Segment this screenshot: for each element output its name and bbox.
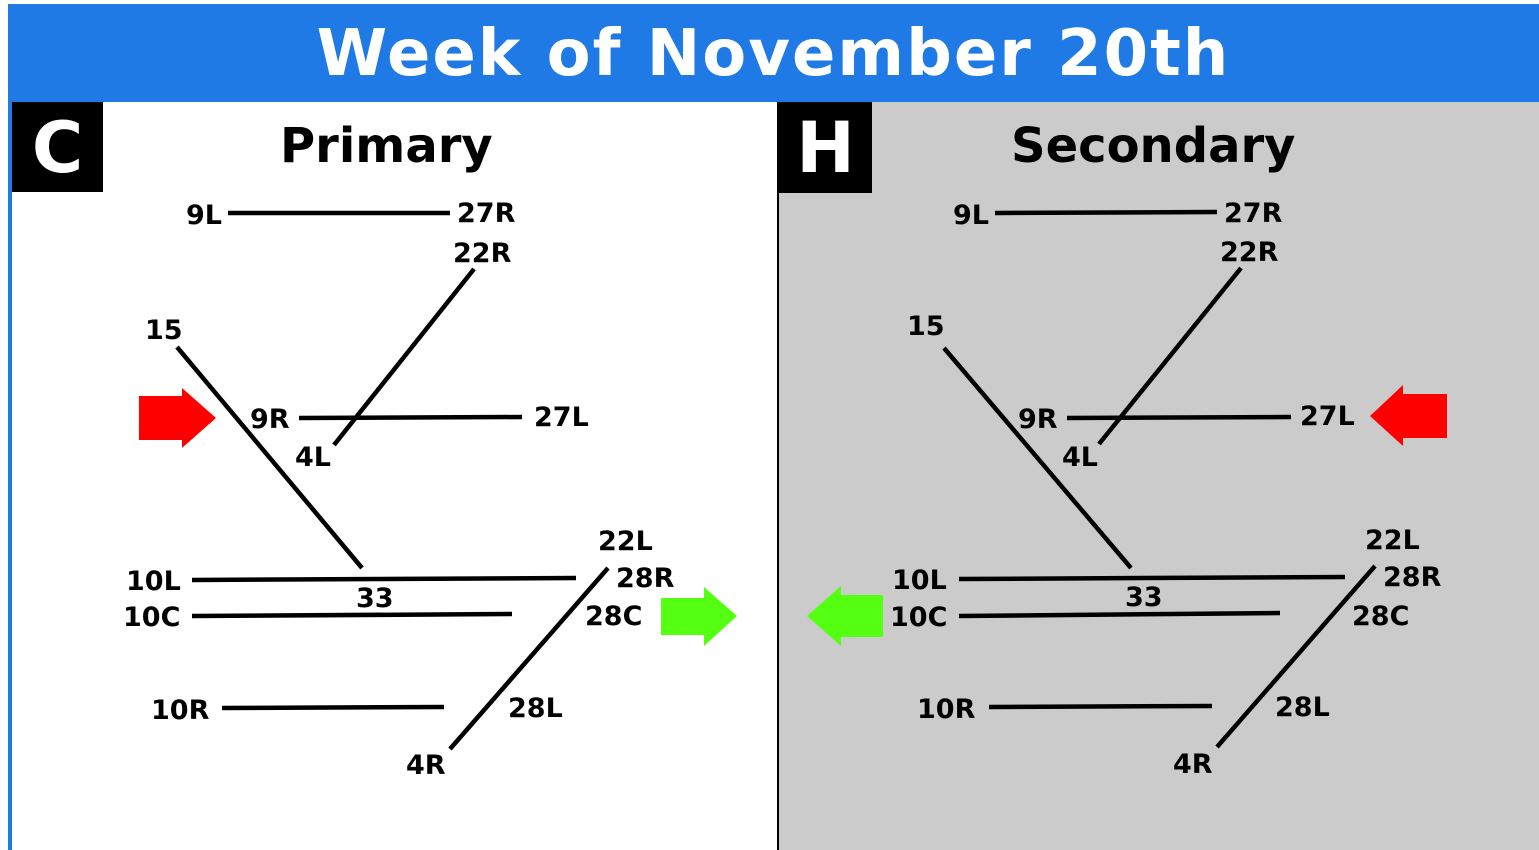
runway-4R-22L [1215, 564, 1377, 749]
runway-end-10L: 10L [126, 566, 181, 597]
runway-end-4L: 4L [1062, 442, 1098, 473]
panel-divider [777, 102, 779, 850]
runway-end-28C: 28C [1352, 601, 1409, 632]
runway-10L-28R [958, 574, 1346, 582]
runway-end-22R: 22R [1220, 237, 1279, 268]
secondary-panel: H Secondary 9L 27R 22R 15 9R 27L 4L 22L … [779, 102, 1539, 850]
runway-end-9L: 9L [186, 200, 222, 231]
runway-end-9L: 9L [953, 200, 989, 231]
departure-arrow-right [661, 587, 737, 646]
runway-end-33: 33 [356, 583, 394, 614]
runway-end-28R: 28R [1383, 562, 1442, 593]
runway-10C-28C [191, 611, 513, 619]
arrival-arrow-left [1370, 385, 1447, 446]
runway-end-22R: 22R [453, 238, 512, 269]
runway-end-27R: 27R [457, 198, 516, 229]
secondary-badge: H [779, 102, 872, 193]
runway-end-4R: 4R [1173, 749, 1213, 780]
runway-end-27L: 27L [1300, 401, 1355, 432]
secondary-runway-diagram: 9L 27R 22R 15 9R 27L 4L 22L 10L 28R 33 1… [807, 198, 1447, 780]
runway-15-33 [942, 346, 1133, 570]
runway-end-33: 33 [1125, 582, 1163, 613]
primary-badge: C [12, 102, 103, 192]
runway-end-10L: 10L [892, 565, 947, 596]
runway-9L-27R [994, 209, 1218, 216]
left-border [8, 102, 12, 850]
runway-end-28C: 28C [585, 601, 642, 632]
runway-9R-27L [298, 414, 523, 421]
runway-4R-22L [448, 566, 610, 751]
runway-end-9R: 9R [1018, 404, 1058, 435]
runway-end-27R: 27R [1224, 198, 1283, 229]
primary-title: Primary [280, 118, 493, 174]
departure-arrow-left [807, 586, 883, 646]
primary-panel: C Primary 9L 27R 22R 15 9R 27L 4L 22L 10… [12, 102, 777, 850]
runway-4L-22R [1097, 266, 1243, 446]
secondary-title: Secondary [1011, 118, 1296, 174]
runway-end-4R: 4R [406, 750, 446, 781]
page-title: Week of November 20th [316, 17, 1231, 91]
runway-end-22L: 22L [1365, 525, 1420, 556]
runway-end-10R: 10R [917, 694, 976, 725]
runway-end-9R: 9R [250, 404, 290, 435]
primary-runway-diagram: 9L 27R 22R 15 9R 27L 4L 22L 10L 28R 33 1… [123, 198, 737, 781]
runway-end-28R: 28R [616, 563, 675, 594]
runway-end-28L: 28L [1275, 692, 1330, 723]
header-bar: Week of November 20th [8, 4, 1539, 102]
arrival-arrow-right [139, 388, 216, 448]
runway-end-15: 15 [145, 315, 183, 346]
runway-10R-28L [221, 704, 445, 711]
runway-end-10C: 10C [123, 602, 180, 633]
runway-10C-28C [958, 610, 1281, 619]
runway-10R-28L [988, 703, 1213, 710]
runway-end-10C: 10C [890, 602, 947, 633]
runway-end-22L: 22L [598, 526, 653, 557]
runway-end-28L: 28L [508, 693, 563, 724]
runway-15-33 [175, 345, 364, 570]
runway-end-27L: 27L [534, 402, 589, 433]
runway-9R-27L [1066, 414, 1292, 421]
runway-end-15: 15 [907, 311, 945, 342]
runway-end-10R: 10R [151, 695, 210, 726]
runway-end-4L: 4L [295, 442, 331, 473]
runway-10L-28R [191, 575, 577, 583]
